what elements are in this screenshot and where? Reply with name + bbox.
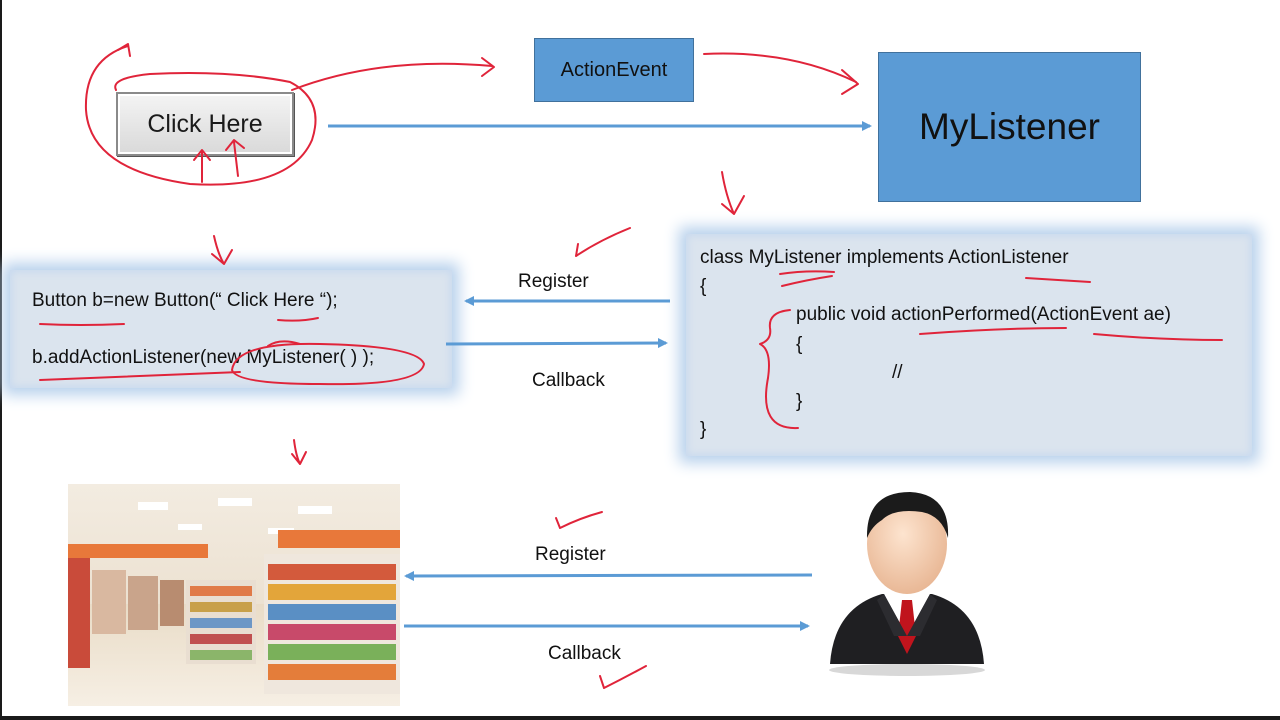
code-line-comment: // [892, 362, 903, 383]
listener-class-code-box: class MyListener implements ActionListen… [686, 234, 1252, 456]
store-photo [68, 484, 400, 706]
my-listener-box: MyListener [878, 52, 1141, 202]
code-line-class-header: class MyListener implements ActionListen… [700, 247, 1069, 268]
button-code-box: Button b=new Button(“ Click Here “); b.a… [10, 270, 452, 388]
register-label-bottom: Register [535, 544, 606, 565]
code-line-add-listener: b.addActionListener(new MyListener( ) ); [32, 347, 375, 368]
register-label-top: Register [518, 271, 589, 292]
click-here-button[interactable]: Click Here [116, 92, 294, 156]
action-event-box: ActionEvent [534, 38, 694, 102]
code-line-method-open-brace: { [796, 334, 803, 355]
businessman-icon [829, 492, 985, 676]
slide-left-border [0, 0, 2, 720]
callback-label-bottom: Callback [548, 643, 621, 664]
code-line-close-brace: } [700, 419, 707, 440]
code-line-button-declaration: Button b=new Button(“ Click Here “); [32, 290, 338, 311]
arrow-callback-top [445, 338, 668, 349]
code-line-method-signature: public void actionPerformed(ActionEvent … [796, 304, 1171, 325]
slide-bottom-border [0, 716, 1280, 720]
code-line-method-close-brace: } [796, 391, 803, 412]
code-line-open-brace: { [700, 276, 707, 297]
callback-label-top: Callback [532, 370, 605, 391]
arrow-register-bottom [404, 570, 813, 581]
